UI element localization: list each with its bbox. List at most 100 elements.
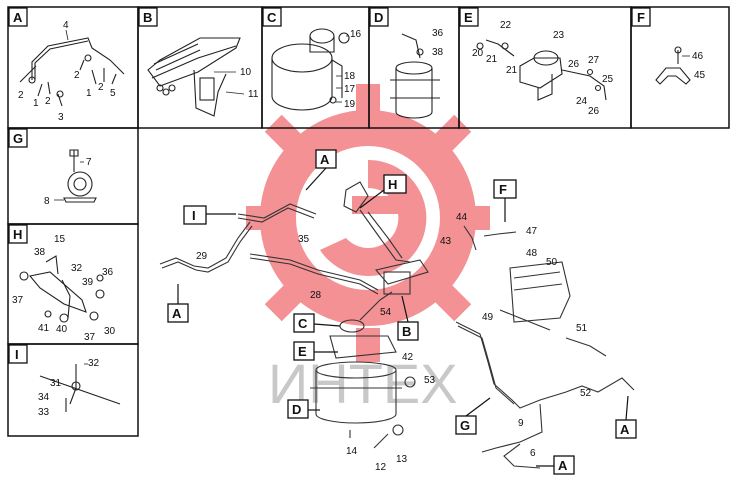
svg-text:A: A xyxy=(320,152,330,167)
svg-text:1: 1 xyxy=(33,98,39,109)
svg-text:36: 36 xyxy=(102,267,114,278)
panel-c-callout: 16 xyxy=(350,29,362,40)
svg-text:2: 2 xyxy=(45,96,51,107)
panel-a-label: A xyxy=(8,7,28,27)
svg-text:A: A xyxy=(13,10,23,25)
panel-c-callouts xyxy=(336,35,348,103)
svg-text:20: 20 xyxy=(472,48,484,59)
panel-d-drawing xyxy=(390,33,440,119)
svg-text:50: 50 xyxy=(546,257,558,268)
panel-g-callout: 8 xyxy=(44,196,50,207)
svg-text:39: 39 xyxy=(82,277,94,288)
svg-text:41: 41 xyxy=(38,323,50,334)
main-drawing xyxy=(159,181,635,469)
panel-c-drawing xyxy=(271,28,350,111)
panel-b-label: B xyxy=(138,7,158,27)
panel-i-drawing xyxy=(39,363,121,412)
svg-text:C: C xyxy=(298,316,308,331)
svg-text:G: G xyxy=(460,418,470,433)
svg-text:28: 28 xyxy=(310,290,322,301)
panel-h-label: H xyxy=(8,224,28,244)
panel-f-drawing xyxy=(655,46,691,85)
svg-text:42: 42 xyxy=(402,352,414,363)
panel-c-label: C xyxy=(262,7,282,27)
panel-d-label: D xyxy=(369,7,389,27)
svg-text:54: 54 xyxy=(380,307,392,318)
panel-d-callout: 38 xyxy=(432,47,444,58)
svg-text:51: 51 xyxy=(576,323,588,334)
panel-c-callout: 17 xyxy=(344,84,356,95)
svg-text:12: 12 xyxy=(375,462,387,473)
svg-text:4: 4 xyxy=(63,20,69,31)
svg-text:43: 43 xyxy=(440,236,452,247)
svg-text:C: C xyxy=(267,10,277,25)
svg-text:11: 11 xyxy=(248,89,259,100)
main-flag-d: D xyxy=(287,399,320,419)
svg-text:23: 23 xyxy=(553,30,565,41)
panel-a-callouts: 4 2 1 2 3 2 1 2 5 xyxy=(18,20,116,123)
watermark-gear-icon xyxy=(246,84,490,362)
svg-text:44: 44 xyxy=(456,212,468,223)
panel-c-callout: 19 xyxy=(344,99,356,110)
svg-text:3: 3 xyxy=(58,112,64,123)
svg-text:13: 13 xyxy=(396,454,408,465)
svg-text:D: D xyxy=(292,402,301,417)
svg-text:47: 47 xyxy=(526,226,538,237)
panel-e-drawing xyxy=(476,39,607,101)
main-flag-f: F xyxy=(493,179,517,222)
main-flag-e: E xyxy=(293,341,338,361)
svg-text:2: 2 xyxy=(98,82,104,93)
svg-text:15: 15 xyxy=(54,234,66,245)
panel-f-callout: 46 xyxy=(692,51,704,62)
svg-text:2: 2 xyxy=(74,70,80,81)
svg-text:B: B xyxy=(402,324,411,339)
main-flag-b: B xyxy=(397,295,419,341)
svg-text:1: 1 xyxy=(86,88,92,99)
svg-text:30: 30 xyxy=(104,326,116,337)
panel-i-callout: 34 xyxy=(38,392,50,403)
svg-text:40: 40 xyxy=(56,324,68,335)
panel-g-callout: 7 xyxy=(86,157,92,168)
main-flag-a-right: A xyxy=(615,395,637,439)
panel-frames xyxy=(7,6,730,437)
panel-i-label: I xyxy=(8,344,28,364)
main-callouts: 35 44 43 47 48 29 50 28 49 54 51 42 53 5… xyxy=(196,212,592,473)
svg-text:10: 10 xyxy=(240,67,252,78)
panel-b-callouts: 10 11 xyxy=(240,67,259,100)
svg-text:53: 53 xyxy=(424,375,436,386)
svg-text:25: 25 xyxy=(602,74,614,85)
panel-d-callout: 36 xyxy=(432,28,444,39)
svg-text:I: I xyxy=(192,208,196,223)
svg-text:B: B xyxy=(143,10,152,25)
svg-text:I: I xyxy=(15,347,19,362)
svg-text:H: H xyxy=(13,227,22,242)
svg-text:24: 24 xyxy=(576,96,588,107)
svg-text:38: 38 xyxy=(34,247,46,258)
svg-text:35: 35 xyxy=(298,234,310,245)
panel-i-callout: 32 xyxy=(88,358,100,369)
svg-text:6: 6 xyxy=(530,448,536,459)
panel-h-callouts: 15 38 32 39 36 37 41 40 37 30 xyxy=(12,234,116,343)
main-flag-g: G xyxy=(455,397,491,435)
main-flag-c: C xyxy=(293,313,341,333)
svg-text:37: 37 xyxy=(84,332,96,343)
svg-text:21: 21 xyxy=(506,65,518,76)
svg-text:A: A xyxy=(172,306,182,321)
svg-text:F: F xyxy=(499,182,507,197)
svg-text:52: 52 xyxy=(580,388,592,399)
panel-g-drawing xyxy=(54,149,97,203)
panel-g-label: G xyxy=(8,128,28,148)
svg-text:29: 29 xyxy=(196,251,208,262)
main-flag-a-bottom: A xyxy=(536,455,575,475)
panel-e-callouts: 22 23 20 21 21 27 26 25 24 26 xyxy=(472,20,614,117)
svg-text:2: 2 xyxy=(18,90,24,101)
panel-i-callout: 31 xyxy=(50,378,62,389)
panel-e-label: E xyxy=(459,7,479,27)
svg-text:D: D xyxy=(374,10,383,25)
svg-text:E: E xyxy=(464,10,473,25)
svg-text:H: H xyxy=(388,177,397,192)
svg-text:A: A xyxy=(558,458,568,473)
panel-b-drawing xyxy=(147,37,245,117)
